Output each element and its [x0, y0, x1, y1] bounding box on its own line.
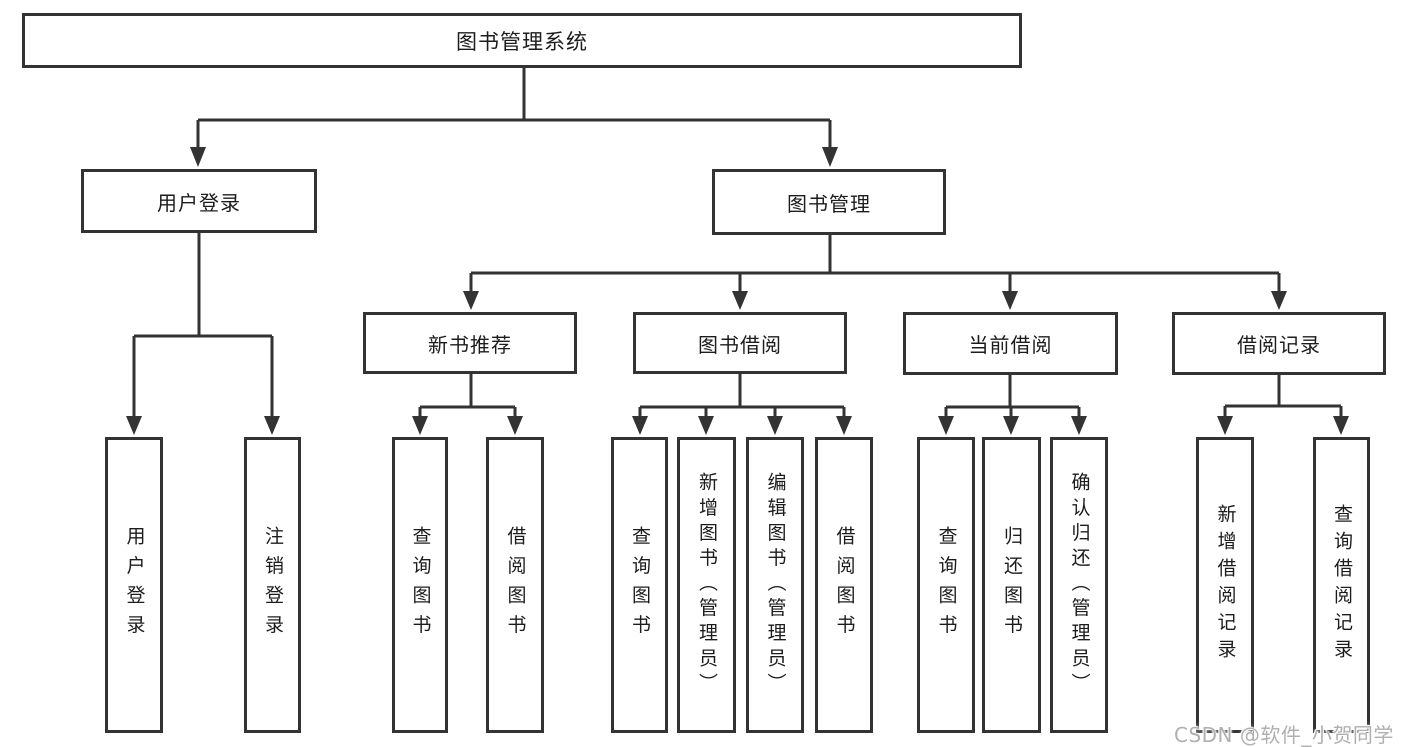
leaf-borrow-books-recommend: 借阅图书: [486, 437, 544, 733]
leaf-borrow-books-borrowing: 借阅图书: [815, 437, 873, 733]
node-book-borrowing: 图书借阅: [633, 312, 847, 374]
leaf-confirm-return-admin: 确认归还（管理员）: [1050, 437, 1108, 733]
node-user-login: 用户登录: [81, 169, 317, 233]
leaf-user-login: 用户登录: [105, 437, 163, 733]
node-new-book-recommend: 新书推荐: [363, 312, 577, 374]
leaf-add-books-admin: 新增图书（管理员）: [677, 437, 736, 733]
leaf-query-books-recommend: 查询图书: [392, 437, 448, 733]
node-borrowing-records: 借阅记录: [1172, 312, 1386, 375]
leaf-query-borrow-record: 查询借阅记录: [1313, 437, 1370, 733]
csdn-watermark: CSDN @软件_小贺同学: [1174, 723, 1394, 747]
node-book-management: 图书管理: [712, 169, 946, 235]
leaf-query-books-current: 查询图书: [917, 437, 975, 733]
leaf-query-books-borrowing: 查询图书: [611, 437, 668, 733]
leaf-return-books: 归还图书: [982, 437, 1041, 733]
node-current-borrowing: 当前借阅: [903, 312, 1118, 375]
leaf-logout: 注销登录: [244, 437, 301, 733]
node-book-management-system: 图书管理系统: [22, 13, 1022, 68]
leaf-add-borrow-record: 新增借阅记录: [1196, 437, 1254, 733]
leaf-edit-books-admin: 编辑图书（管理员）: [746, 437, 804, 733]
